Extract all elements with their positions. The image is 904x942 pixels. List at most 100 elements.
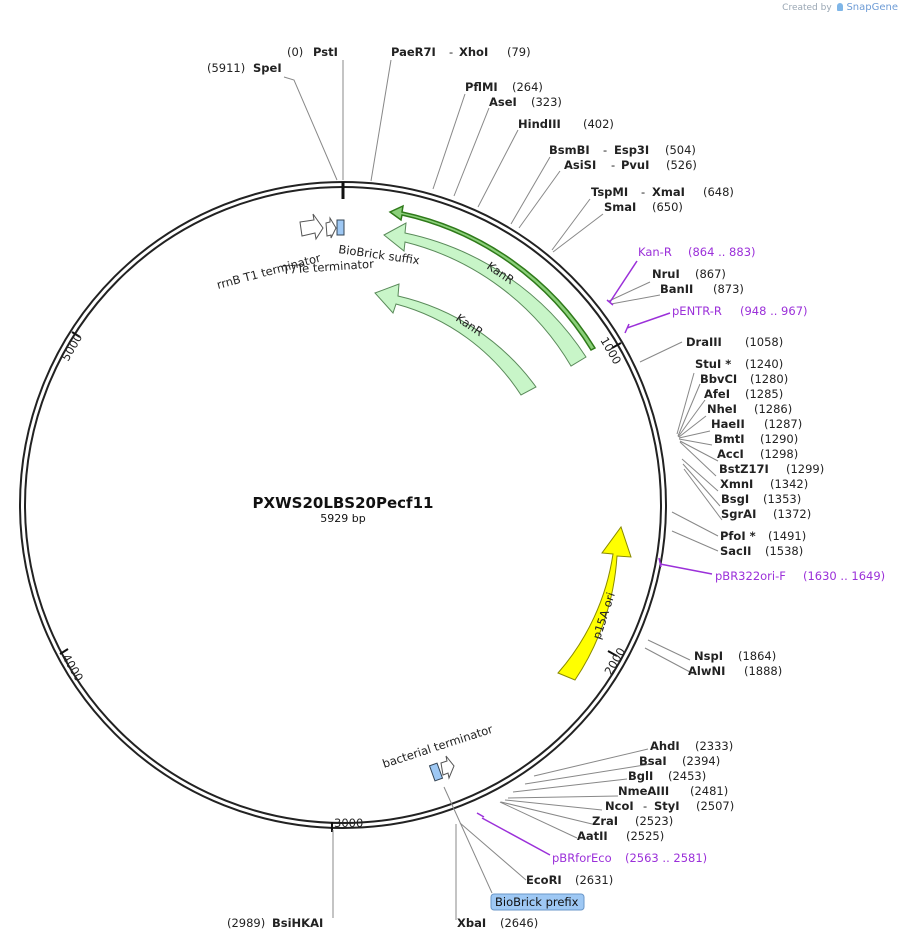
- site-nhei-pos: (1286): [754, 402, 792, 416]
- kanr-highlight-arrow: [388, 204, 597, 351]
- site-nmeaiii[interactable]: NmeAIII (2481): [618, 784, 728, 798]
- site-styi-name: StyI: [654, 799, 680, 813]
- primer-kan-r[interactable]: Kan-R (864 .. 883): [606, 245, 756, 306]
- tick-3000-label: 3000: [334, 816, 363, 830]
- site-xmni-name: XmnI: [720, 477, 753, 491]
- site-hindiii[interactable]: HindIII (402): [518, 117, 614, 131]
- site-bsai[interactable]: BsaI (2394): [639, 754, 720, 768]
- tick-1000-mark: [611, 342, 622, 349]
- site-bgli-name: BglI: [628, 769, 653, 783]
- site-afei[interactable]: AfeI (1285): [704, 387, 783, 401]
- site-zrai[interactable]: ZraI (2523): [592, 814, 673, 828]
- tick-2000-label: 2000: [601, 645, 628, 677]
- site-haeii[interactable]: HaeII (1287): [711, 417, 802, 431]
- site-pfoi[interactable]: PfoI * (1491): [720, 529, 806, 543]
- site-bsai-name: BsaI: [639, 754, 667, 768]
- site-banii[interactable]: BanII (873): [660, 282, 744, 296]
- site-hindiii-name: HindIII: [518, 117, 561, 131]
- site-bbvci[interactable]: BbvCI (1280): [700, 372, 788, 386]
- bacterial-terminator-arrow: [440, 755, 455, 780]
- site-sgrai[interactable]: SgrAI (1372): [721, 507, 811, 521]
- site-sacii-pos: (1538): [765, 544, 803, 558]
- site-spei[interactable]: (5911) SpeI: [207, 61, 282, 75]
- site-asei-name: AseI: [489, 95, 517, 109]
- site-bsihkai[interactable]: (2989) BsiHKAI: [227, 916, 323, 930]
- feature-rrnb-t1-terminator[interactable]: rrnB T1 terminator: [215, 213, 324, 292]
- t7te-terminator-arrow: [325, 216, 337, 239]
- primer-pbr322ori-f[interactable]: pBR322ori-F (1630 .. 1649): [658, 557, 885, 583]
- site-nspi[interactable]: NspI (1864): [694, 649, 776, 663]
- primer-pentr-r[interactable]: pENTR-R (948 .. 967): [624, 304, 808, 334]
- site-asisi-pvui[interactable]: AsiSI - PvuI (526): [564, 158, 697, 172]
- site-draiii[interactable]: DraIII (1058): [686, 335, 783, 349]
- site-paer7i-xhoi[interactable]: PaeR7I - XhoI (79): [391, 45, 531, 59]
- site-bstz17i[interactable]: BstZ17I (1299): [719, 462, 824, 476]
- site-nmeaiii-name: NmeAIII: [618, 784, 669, 798]
- biobrick-suffix-box: [336, 219, 345, 236]
- site-bmti-name: BmtI: [714, 432, 745, 446]
- site-ncoi-styi[interactable]: NcoI - StyI (2507): [605, 799, 734, 813]
- site-aatii[interactable]: AatII (2525): [577, 829, 664, 843]
- site-hindiii-pos: (402): [583, 117, 614, 131]
- site-nhei[interactable]: NheI (1286): [707, 402, 792, 416]
- site-tspmi-xmai[interactable]: TspMI - XmaI (648): [591, 185, 734, 199]
- site-draiii-name: DraIII: [686, 335, 722, 349]
- site-bsgi[interactable]: BsgI (1353): [721, 492, 801, 506]
- site-bbvci-pos: (1280): [750, 372, 788, 386]
- primer-kan-r-name: Kan-R: [638, 245, 672, 259]
- site-acci-name: AccI: [717, 447, 744, 461]
- site-xbai[interactable]: XbaI (2646): [457, 916, 538, 930]
- p15a-ori-label: p15A ori: [590, 591, 618, 641]
- site-smai[interactable]: SmaI (650): [604, 200, 683, 214]
- primer-kan-r-range: (864 .. 883): [688, 245, 756, 259]
- site-smai-name: SmaI: [604, 200, 636, 214]
- site-alwni-pos: (1888): [744, 664, 782, 678]
- site-stui[interactable]: StuI * (1240): [695, 357, 783, 371]
- site-nspi-name: NspI: [694, 649, 723, 663]
- site-xbai-name: XbaI: [457, 916, 486, 930]
- biobrick-prefix-tag[interactable]: BioBrick prefix: [443, 786, 585, 911]
- feature-kanr[interactable]: KanR KanR: [374, 204, 597, 396]
- primer-pbrforeco-range: (2563 .. 2581): [625, 851, 707, 865]
- credit-brand: SnapGene: [846, 2, 898, 13]
- site-aatii-pos: (2525): [626, 829, 664, 843]
- site-ecori-pos: (2631): [575, 873, 613, 887]
- biobrick-prefix-box: [490, 893, 585, 911]
- feature-bacterial-terminator[interactable]: bacterial terminator: [381, 722, 495, 782]
- feature-t7te-terminator[interactable]: T7Te terminator: [281, 216, 375, 277]
- site-ecori[interactable]: EcoRI (2631): [526, 873, 613, 887]
- site-xhoi-name: XhoI: [459, 45, 488, 59]
- site-sacii[interactable]: SacII (1538): [720, 544, 803, 558]
- site-nhei-name: NheI: [707, 402, 737, 416]
- site-xmni[interactable]: XmnI (1342): [720, 477, 808, 491]
- site-asei-pos: (323): [531, 95, 562, 109]
- site-alwni-name: AlwNI: [688, 664, 725, 678]
- site-asisi-sep: -: [611, 158, 615, 172]
- site-acci[interactable]: AccI (1298): [717, 447, 798, 461]
- kanr-inner-arrow: [374, 283, 537, 396]
- site-alwni[interactable]: AlwNI (1888): [688, 664, 782, 678]
- t7te-terminator-label: T7Te terminator: [281, 257, 374, 277]
- site-xmni-pos: (1342): [770, 477, 808, 491]
- site-nrui-pos: (867): [695, 267, 726, 281]
- site-asei[interactable]: AseI (323): [489, 95, 562, 109]
- primer-pbr322ori-f-range: (1630 .. 1649): [803, 569, 885, 583]
- site-acci-pos: (1298): [760, 447, 798, 461]
- site-ahdi[interactable]: AhdI (2333): [650, 739, 733, 753]
- site-paer7i-sep: -: [449, 45, 453, 59]
- site-draiii-pos: (1058): [745, 335, 783, 349]
- site-bmti[interactable]: BmtI (1290): [714, 432, 798, 446]
- site-sgrai-pos: (1372): [773, 507, 811, 521]
- site-asisi-pos: (526): [666, 158, 697, 172]
- site-bsmbi-pos: (504): [665, 143, 696, 157]
- site-bsmbi-esp3i[interactable]: BsmBI - Esp3I (504): [549, 143, 696, 157]
- site-nrui[interactable]: NruI (867): [652, 267, 726, 281]
- site-tspmi-name: TspMI: [591, 185, 628, 199]
- site-psti[interactable]: (0) PstI: [287, 45, 338, 59]
- credit-text: Created by: [782, 3, 832, 13]
- site-bsihkai-pos: (2989): [227, 916, 265, 930]
- site-pflmi[interactable]: PflMI (264): [465, 80, 543, 94]
- site-bgli[interactable]: BglI (2453): [628, 769, 706, 783]
- primer-pbrforeco[interactable]: pBRforEco (2563 .. 2581): [476, 812, 707, 865]
